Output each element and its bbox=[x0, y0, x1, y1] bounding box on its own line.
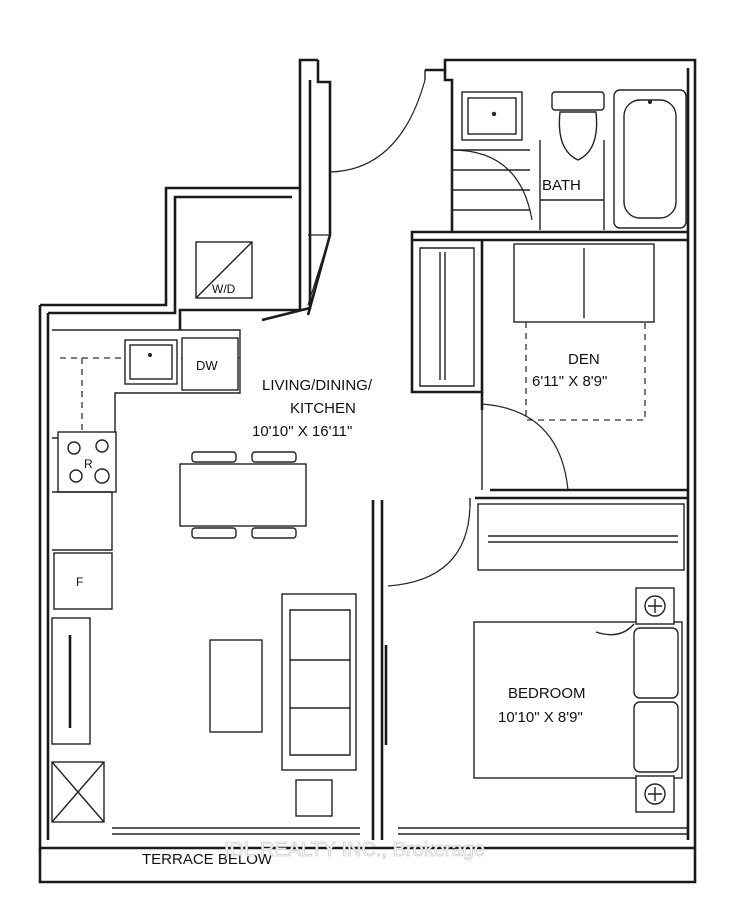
bedroom: BEDROOM 10'10" X 8'9" bbox=[371, 498, 685, 840]
bedroom-size: 10'10" X 8'9" bbox=[498, 709, 583, 726]
bathtub bbox=[613, 89, 687, 229]
exterior-walls bbox=[38, 58, 697, 850]
laundry-closet: W/D bbox=[195, 234, 331, 306]
den-size: 6'11" X 8'9" bbox=[532, 373, 607, 390]
living-label-line1: LIVING/DINING/ bbox=[262, 377, 373, 394]
fridge-label: F bbox=[76, 575, 83, 589]
washer-dryer-label: W/D bbox=[212, 282, 236, 296]
living-set bbox=[51, 593, 357, 823]
dining-table bbox=[179, 463, 307, 527]
pillow-top bbox=[633, 627, 679, 699]
terrace: TERRACE BELOW bbox=[38, 848, 697, 884]
pillow-bottom bbox=[633, 701, 679, 773]
side-table bbox=[295, 779, 333, 817]
fridge bbox=[53, 552, 113, 610]
watermark: IDL REALTY INC., Brokerage bbox=[224, 839, 485, 861]
bedroom-closet bbox=[477, 503, 685, 571]
den-label: DEN bbox=[568, 351, 600, 368]
bedroom-label: BEDROOM bbox=[508, 685, 586, 702]
windows bbox=[112, 827, 688, 835]
entry-door[interactable] bbox=[329, 70, 426, 173]
dining-set bbox=[179, 451, 307, 539]
coffee-table bbox=[209, 639, 263, 733]
sofa bbox=[281, 593, 357, 771]
living-label-line2: KITCHEN bbox=[290, 400, 356, 417]
bathroom: BATH bbox=[410, 88, 688, 242]
bath-sink bbox=[461, 91, 523, 141]
dishwasher bbox=[181, 337, 239, 391]
living-size: 10'10" X 16'11" bbox=[252, 423, 352, 440]
dishwasher-label: DW bbox=[196, 358, 218, 373]
toilet bbox=[551, 91, 605, 161]
kitchen-sink bbox=[124, 339, 178, 385]
bath-label: BATH bbox=[542, 177, 581, 194]
den: DEN 6'11" X 8'9" bbox=[410, 240, 688, 500]
kitchen: DW R F bbox=[52, 329, 241, 610]
range-label: R bbox=[84, 457, 93, 471]
terrace-label: TERRACE BELOW bbox=[142, 851, 273, 868]
